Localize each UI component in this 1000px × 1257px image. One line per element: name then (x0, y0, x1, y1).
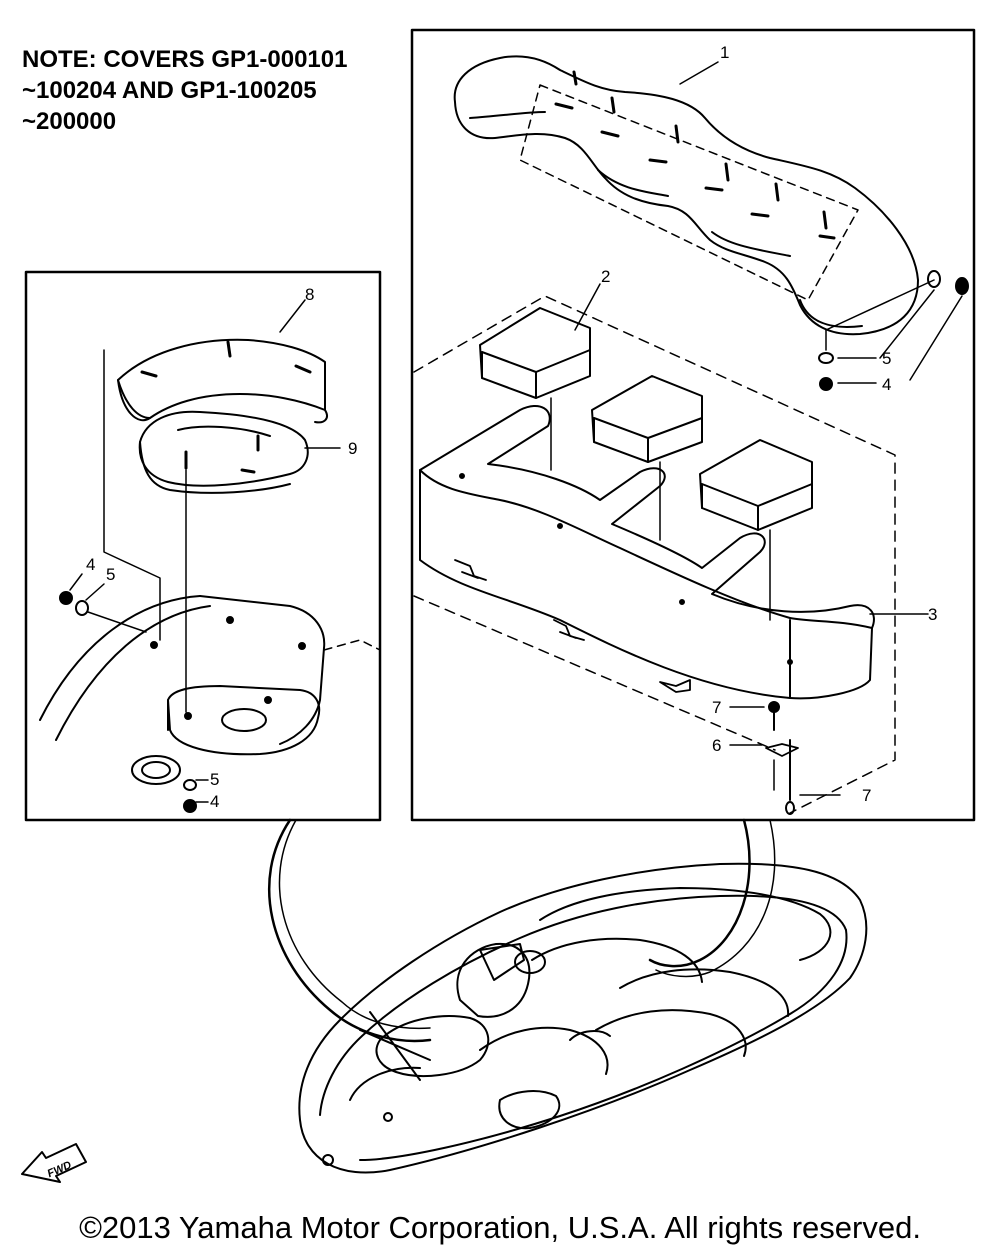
front-seat-cushion (138, 410, 341, 494)
callout-7-upper: 7 (712, 698, 721, 717)
callout-5-left-upper: 5 (106, 565, 115, 584)
callout-7-lower: 7 (862, 786, 871, 805)
left-connector-line (268, 818, 432, 1043)
front-backrest-cushion (117, 299, 328, 424)
bracket-set (454, 559, 799, 757)
callout-6: 6 (712, 736, 721, 755)
copyright-notice: ©2013 Yamaha Motor Corporation, U.S.A. A… (79, 1210, 921, 1245)
callout-5-right: 5 (882, 349, 891, 368)
right-connector-line (648, 818, 751, 968)
callout-4-left-upper: 4 (86, 555, 95, 574)
backrest-cushion (453, 55, 919, 336)
washer-nut-right (818, 270, 969, 391)
seat-base-frame (419, 405, 929, 700)
callout-2: 2 (601, 267, 610, 286)
callout-4-left-lower: 4 (210, 792, 219, 811)
callout-9: 9 (348, 439, 357, 458)
left-detail-frame (24, 270, 382, 822)
seat-base-dashed-outline (413, 295, 896, 814)
callout-1: 1 (720, 43, 729, 62)
hull-front-section (39, 595, 381, 785)
screw-hardware (729, 701, 841, 815)
coverage-note: NOTE: COVERS GP1-000101 ~100204 AND GP1-… (22, 46, 348, 135)
parts-diagram: 1 2 3 5 4 7 6 7 8 9 4 5 5 4 FWD (21, 28, 976, 1183)
boat-overview (298, 862, 868, 1174)
callout-3: 3 (928, 605, 937, 624)
seat-pad-3 (699, 439, 813, 531)
right-detail-frame (410, 28, 976, 822)
callout-5-left-lower: 5 (210, 770, 219, 789)
seat-pad-1 (479, 307, 591, 399)
seat-pad-2 (591, 375, 703, 463)
washer-nut-left (59, 573, 209, 813)
callout-8: 8 (305, 285, 314, 304)
fwd-direction-badge (21, 1143, 87, 1183)
callout-4-right: 4 (882, 375, 891, 394)
